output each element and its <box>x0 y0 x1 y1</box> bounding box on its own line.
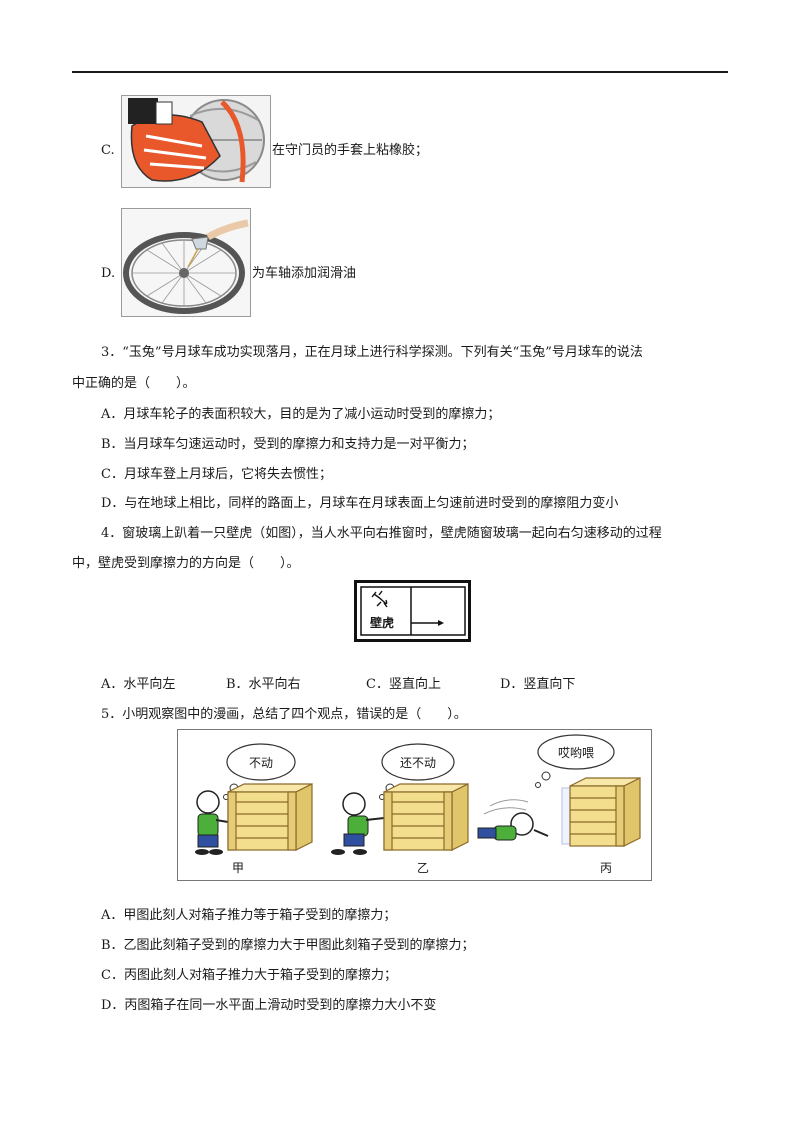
arrow-right-icon <box>438 620 444 626</box>
q5-option-d: D．丙图箱子在同一水平面上滑动时受到的摩擦力大小不变 <box>101 998 437 1013</box>
bubble-text-3: 哎哟喂 <box>557 746 594 760</box>
wooden-crate-1 <box>227 783 313 851</box>
bicycle-wheel-image <box>121 208 251 317</box>
bubble-text-2: 还不动 <box>399 756 436 770</box>
q4-stem-line2: 中，壁虎受到摩擦力的方向是（ ）。 <box>72 556 300 571</box>
thought-bubble-3 <box>537 734 615 770</box>
q4-option-b: B．水平向右 <box>226 677 301 692</box>
goalkeeper-glove-image <box>121 95 271 188</box>
thought-bubble-1 <box>226 743 296 781</box>
gecko-label: 壁虎 <box>370 616 395 630</box>
q3-option-a: A．月球车轮子的表面积较大，目的是为了减小运动时受到的摩擦力； <box>101 407 501 422</box>
q4-option-d: D．竖直向下 <box>500 677 576 692</box>
pushing-box-cartoon: 不动 还不动 哎哟喂 甲 乙 丙 <box>177 729 652 881</box>
option-c-text: 在守门员的手套上粘橡胶； <box>272 143 429 158</box>
panel-label-1: 甲 <box>232 861 245 875</box>
q3-option-d: D．与在地球上相比，同样的路面上，月球车在月球表面上匀速前进时受到的摩擦阻力变小 <box>101 496 619 511</box>
q4-option-c: C．竖直向上 <box>366 677 441 692</box>
q4-stem-line1: 4．窗玻璃上趴着一只壁虎（如图），当人水平向右推窗时，壁虎随窗玻璃一起向右匀速移… <box>101 526 662 541</box>
gecko-icon <box>371 590 388 608</box>
q3-option-c: C．月球车登上月球后，它将失去惯性； <box>101 467 332 482</box>
q5-stem: 5．小明观察图中的漫画，总结了四个观点，错误的是（ ）。 <box>101 707 467 722</box>
wooden-crate-3 <box>561 777 641 847</box>
option-d-label: D. <box>101 266 116 281</box>
panel-label-3: 丙 <box>600 861 613 875</box>
q5-option-b: B．乙图此刻箱子受到的摩擦力大于甲图此刻箱子受到的摩擦力； <box>101 938 475 953</box>
header-rule <box>72 71 728 73</box>
q5-option-a: A．甲图此刻人对箱子推力等于箱子受到的摩擦力； <box>101 908 397 923</box>
thought-bubble-2 <box>381 743 455 781</box>
panel-label-2: 乙 <box>417 861 430 875</box>
bubble-text-1: 不动 <box>248 756 273 770</box>
person-pushing-1 <box>195 790 229 855</box>
q3-option-b: B．当月球车匀速运动时，受到的摩擦力和支持力是一对平衡力； <box>101 437 475 452</box>
person-pushing-2 <box>331 792 385 855</box>
q5-option-c: C．丙图此刻人对箱子推力大于箱子受到的摩擦力； <box>101 968 397 983</box>
q3-stem-line1: 3．“玉兔”号月球车成功实现落月，正在月球上进行科学探测。下列有关“玉兔”号月球… <box>101 345 643 360</box>
q4-option-a: A．水平向左 <box>101 677 176 692</box>
option-c-label: C. <box>101 143 115 158</box>
option-d-text: 为车轴添加润滑油 <box>252 266 357 281</box>
wooden-crate-2 <box>383 783 469 851</box>
q3-stem-line2: 中正确的是（ ）。 <box>72 376 196 391</box>
person-falling-3 <box>477 799 549 841</box>
window-gecko-figure: 壁虎 <box>354 580 471 642</box>
